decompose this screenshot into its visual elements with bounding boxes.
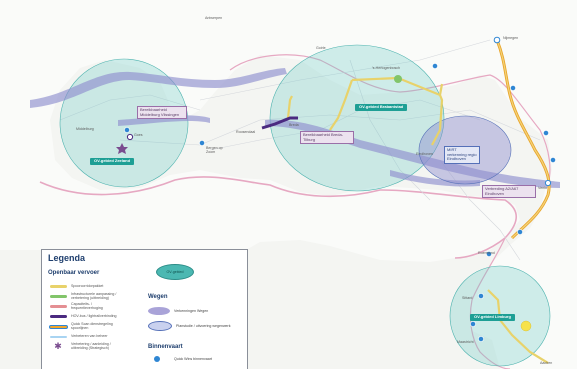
place-sittard: Sittard <box>462 296 473 300</box>
note-zeeland[interactable]: Bereikbaarheid Middelburg Vlissingen <box>137 106 187 120</box>
border-line-north <box>229 54 551 186</box>
upgrade-swatch <box>49 295 67 298</box>
legend-wegen-header: Wegen <box>148 294 168 300</box>
legend-item-beheer: Verbeteren van beheer <box>48 333 119 340</box>
region-label-zeeland[interactable]: OV-gebied Zeeland <box>90 158 135 165</box>
place-goes: Goes <box>134 133 143 137</box>
wegen-verkenning-swatch <box>148 307 170 315</box>
place-breda: Breda <box>289 123 299 127</box>
legend-item-binnenvaart: Quick Wins binnenvaart <box>148 356 212 362</box>
legend-item-hov: HOV-bus / lightrailverbinding <box>48 313 119 320</box>
verbetering-star-icon[interactable] <box>116 143 128 154</box>
place-aachen: Aachen <box>540 361 553 365</box>
place-nijmegen: Nijmegen <box>503 36 519 40</box>
beheer-swatch <box>49 335 67 338</box>
place-roosendaal: Roosendaal <box>236 130 256 134</box>
wegen-planstudie-swatch <box>148 321 172 331</box>
legend-binnenvaart-header: Binnenvaart <box>148 344 183 350</box>
binnenvaart-markers[interactable] <box>124 63 556 342</box>
rail-spoorcorridor-east-core <box>496 39 550 239</box>
legend-item-capacity: Capaciteits- / frequentieverhoging <box>48 302 119 310</box>
rail-brabantstad-ring[interactable] <box>286 76 444 146</box>
legend-ov-gebied-swatch: OV-gebied <box>156 264 194 280</box>
border-line <box>39 176 518 259</box>
region-label-brabantstad[interactable]: OV-gebied Brabantstad <box>355 104 408 111</box>
rail-upgrade-marker[interactable] <box>394 75 402 83</box>
hov-swatch <box>49 315 67 318</box>
goes-node[interactable] <box>126 133 134 141</box>
place-antwerpen: Antwerpen <box>205 16 223 20</box>
binnenvaart-swatch <box>154 356 160 362</box>
legend-title: Legenda <box>48 253 86 263</box>
legend-item-infra: Infrastructurele aanpassing / verbeterin… <box>48 292 119 300</box>
quickscan-marker-limburg[interactable] <box>520 320 532 332</box>
place-goirle: Goirle <box>316 46 326 50</box>
place-eindhoven: Eindhoven <box>416 152 433 156</box>
venlo-node[interactable] <box>544 179 552 187</box>
place-maastricht: Maastricht <box>457 340 474 344</box>
place-roermond: Roermond <box>478 251 495 255</box>
legend-item-quickscan: Quick Scan dienstregeling spoorlijnen <box>48 322 119 330</box>
place-middelburg: Middelburg <box>76 127 94 131</box>
region-label-limburg[interactable]: OV-gebied Limburg <box>470 314 515 321</box>
quickscan-swatch <box>48 324 68 329</box>
place-s-hertogenbosch: 's-Hertogenbosch <box>372 66 401 70</box>
note-mirt[interactable]: MIRT verkenning regio Eindhoven <box>444 146 480 164</box>
star-icon: ✱ <box>54 341 62 351</box>
legend-item-strategisch: ✱ Verbetering / aanleiding / uitbreiding… <box>54 341 111 351</box>
legend-ov-header: Openbaar vervoer <box>48 270 100 276</box>
legend-panel: Legenda Openbaar vervoer Spoorcorridorpa… <box>41 249 248 369</box>
place-bergen: Bergen op Zoom <box>206 146 223 155</box>
note-a2[interactable]: Verbreding A2/A67 Eindhoven <box>482 185 536 199</box>
capacity-swatch <box>49 305 67 308</box>
note-breda[interactable]: Bereikbaarheid Breda-Tilburg <box>300 131 354 145</box>
legend-item-wegen-planstudie: Planstudie / uitvoering wegenwerk <box>148 321 246 331</box>
hov-breda[interactable] <box>261 116 298 130</box>
place-venlo: Venlo <box>538 186 547 190</box>
rail-limburg[interactable] <box>487 289 549 364</box>
legend-item-wegen-verkenning: Verkenningen Wegen <box>148 306 240 316</box>
legend-ov-gebied-label: OV-gebied <box>166 270 184 274</box>
legend-item-spoorcorridor: Spoorcorridorpakket <box>48 283 119 290</box>
nijmegen-node[interactable] <box>493 36 501 44</box>
rail-swatch <box>49 285 67 288</box>
